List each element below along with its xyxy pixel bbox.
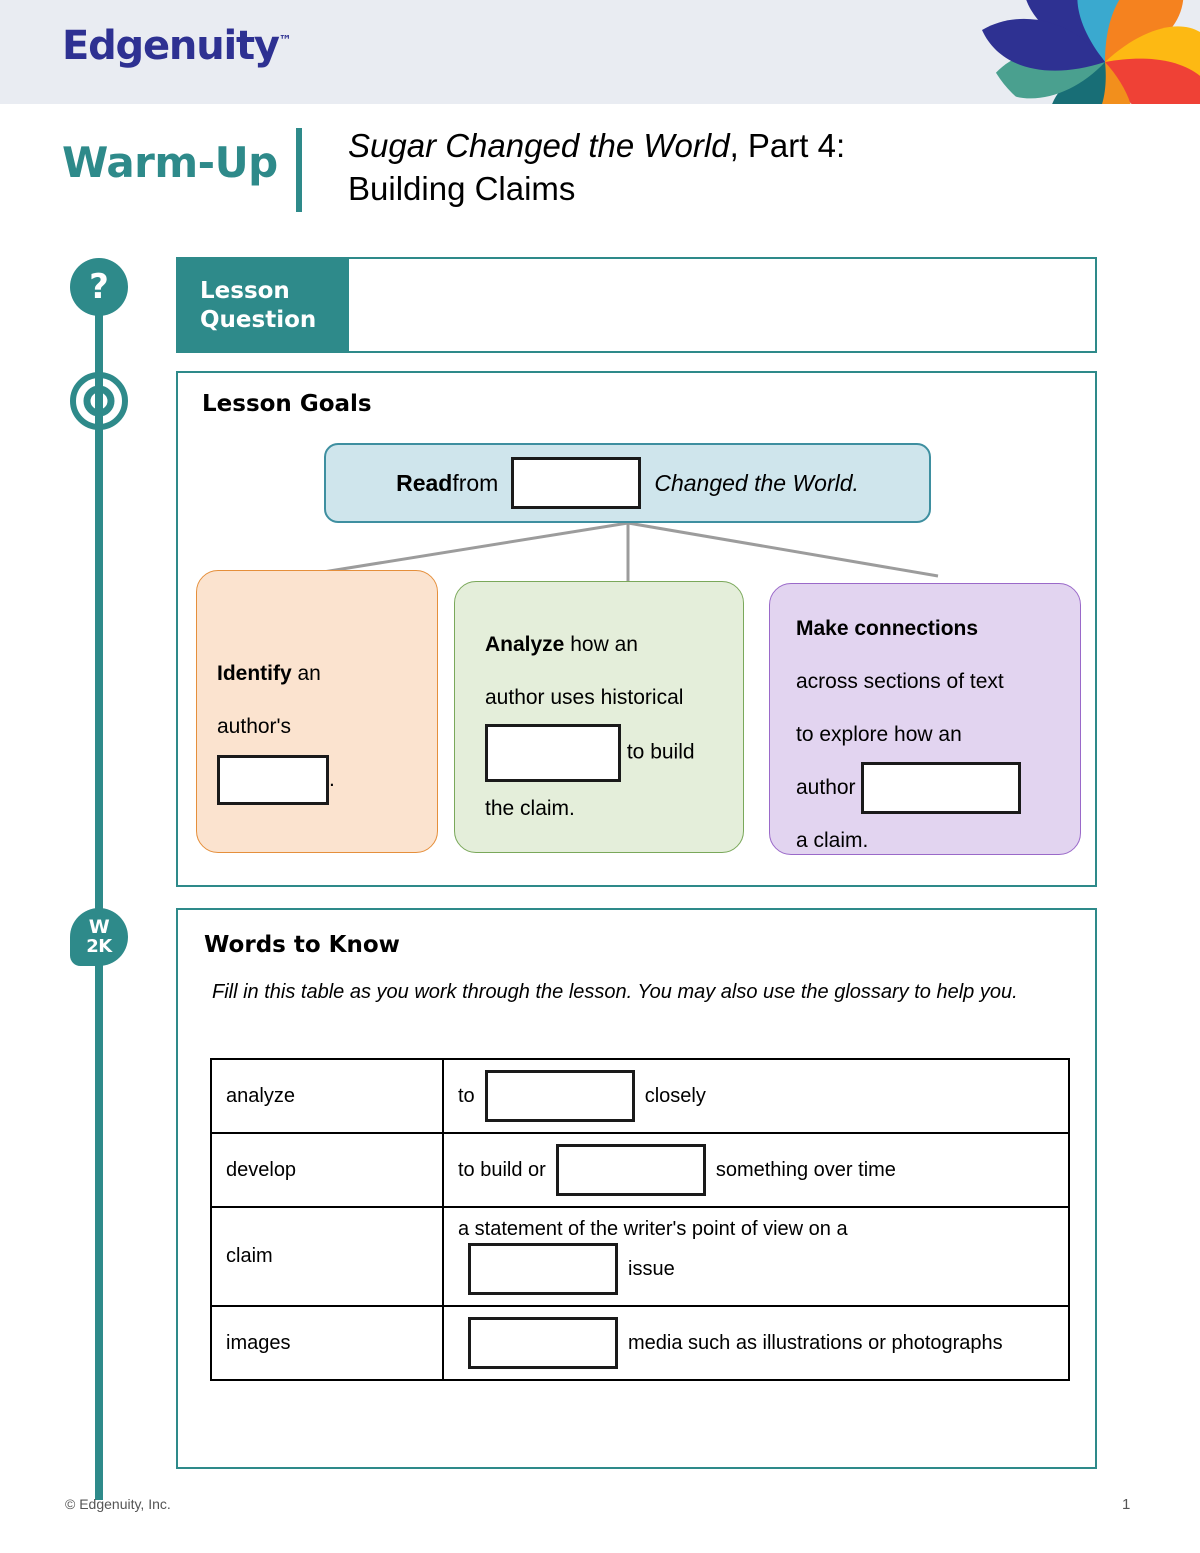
identify-line1: Identify an [217,647,417,700]
lesson-type-kicker: Warm-Up [62,138,278,187]
title-divider-rule [296,128,302,212]
page-title: Sugar Changed the World, Part 4: Buildin… [348,124,845,210]
vocab-definition-flow: to closely [458,1070,1054,1122]
target-icon [70,372,128,430]
vocab-definition: media such as illustrations or photograp… [442,1305,1070,1381]
table-row: develop to build or something over time [210,1132,1070,1208]
words-to-know-instructions: Fill in this table as you work through t… [212,981,1018,1003]
vocab-def-before: to build or [458,1158,546,1181]
page-title-block: Warm-Up Sugar Changed the World, Part 4:… [62,124,1062,214]
vocab-term: analyze [210,1058,444,1134]
vocab-def-before: to [458,1084,475,1107]
logo-text: Edgenuity [62,23,280,69]
analyze-line1: Analyze how an [485,618,723,671]
lesson-question-panel: Lesson Question [176,257,1097,353]
identify-blank[interactable] [217,755,329,806]
analyze-blank[interactable] [485,724,621,782]
vocab-blank[interactable] [484,1070,635,1122]
lesson-question-label-line2: Question [200,307,317,333]
goal-card-make-connections: Make connections across sections of text… [769,583,1081,855]
title-subtitle: Building Claims [348,170,576,207]
identify-line3: . [217,753,417,806]
w2k-icon-text: W 2K [86,916,112,957]
vocab-blank[interactable] [468,1243,618,1295]
vocab-blank[interactable] [468,1317,618,1369]
analyze-line2: author uses historical [485,686,684,709]
connections-line5: a claim. [796,829,869,853]
vocab-definition-flow: media such as illustrations or photograp… [458,1317,1054,1369]
w2k-icon-line2: 2K [86,936,112,957]
identify-period: . [329,768,335,791]
edgenuity-logo: Edgenuity™ [62,23,292,69]
question-mark-icon: ? [70,258,128,316]
page-number: 1 [1122,1496,1131,1513]
lesson-goals-panel: Lesson Goals Read from Changed the World… [176,371,1097,887]
title-part: , Part 4: [729,127,846,164]
analyze-line1-rest: how an [564,633,638,656]
target-icon-svg [70,372,128,430]
goal-read-after: Changed the World. [654,469,859,496]
vocabulary-table: analyze to closely develop to build or [210,1058,1070,1381]
analyze-line4: the claim. [485,797,575,820]
vocab-definition: a statement of the writer's point of vie… [442,1206,1070,1307]
goal-card-identify: Identify an author's . [196,570,438,853]
table-row: images media such as illustrations or ph… [210,1305,1070,1381]
table-row: analyze to closely [210,1058,1070,1134]
vocab-def-after: media such as illustrations or photograp… [628,1331,1003,1354]
vocab-def-after: closely [644,1084,706,1107]
copyright-notice: © Edgenuity, Inc. [65,1496,171,1512]
goal-read-blank[interactable] [511,457,642,509]
identify-line1-rest: an [291,662,321,685]
analyze-line3: to build [485,724,723,782]
w2k-icon-line1: W [88,916,110,938]
vocab-def-after: issue [628,1257,675,1280]
goal-read-before: from [452,469,499,496]
w2k-speech-bubble-icon: W 2K [70,908,128,966]
goal-card-analyze: Analyze how an author uses historical to… [454,581,744,853]
goal-read-verb: Read [396,469,453,496]
vocab-definition-flow: to build or something over time [458,1144,1054,1196]
connections-blank[interactable] [861,762,1022,815]
lesson-goals-heading: Lesson Goals [202,391,372,417]
connections-verb: Make connections [796,617,979,640]
decorative-petals-graphic [920,0,1200,104]
trademark-symbol: ™ [278,33,292,49]
words-to-know-panel: Words to Know Fill in this table as you … [176,908,1097,1469]
words-to-know-heading: Words to Know [204,932,400,958]
vocab-definition: to build or something over time [442,1132,1070,1208]
table-row: claim a statement of the writer's point … [210,1206,1070,1307]
section-timeline-rail [95,285,103,1500]
connections-line2: across sections of text [796,670,1004,693]
vocab-def-topline: a statement of the writer's point of vie… [458,1218,848,1240]
vocab-def-after: something over time [715,1158,896,1181]
lesson-question-label: Lesson Question [178,259,349,351]
connections-line3: to explore how an [796,723,962,746]
vocab-definition-flow: issue [458,1243,1054,1295]
identify-line2: author's [217,715,292,738]
connections-line4-text: author [796,776,856,799]
vocab-blank[interactable] [555,1144,706,1196]
analyze-verb: Analyze [485,633,565,656]
goal-read-card: Read from Changed the World. [324,443,931,523]
vocab-definition: to closely [442,1058,1070,1134]
vocab-term: images [210,1305,444,1381]
page-header: Edgenuity™ [0,0,1200,104]
connections-line4: author [796,761,1060,815]
vocab-term: claim [210,1206,444,1307]
vocab-term: develop [210,1132,444,1208]
identify-verb: Identify [217,662,292,685]
analyze-line3-text: to build [626,740,695,764]
lesson-question-label-line1: Lesson [200,278,290,304]
title-work-name: Sugar Changed the World [348,127,730,164]
